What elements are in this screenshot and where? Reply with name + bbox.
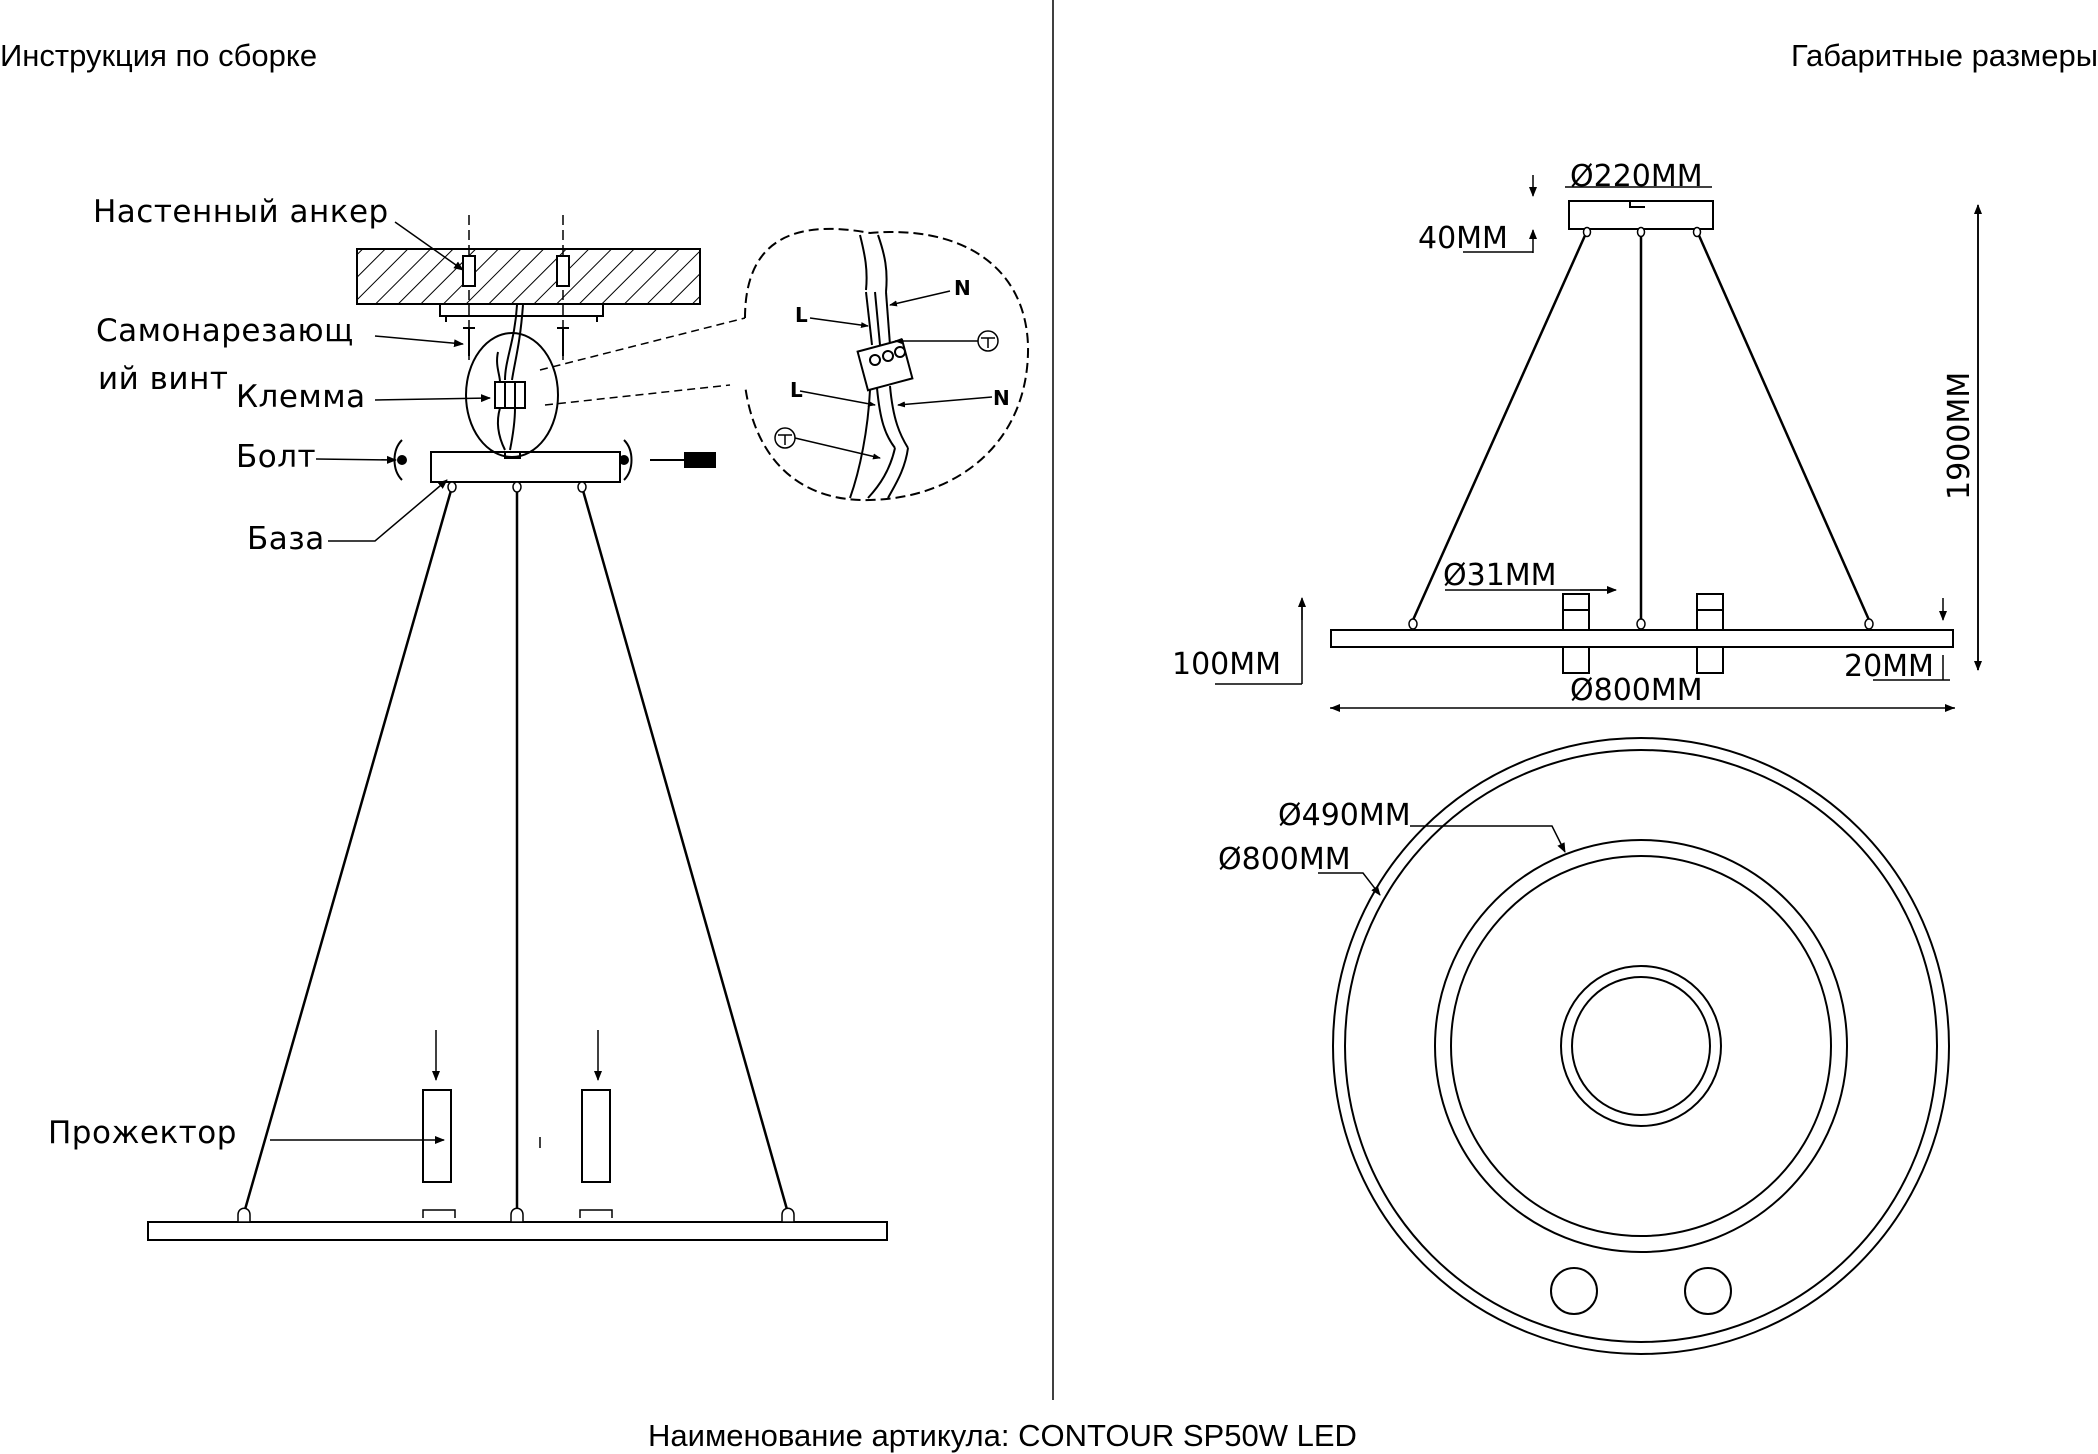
side-ring xyxy=(1330,629,1954,648)
bolt-label: Болт xyxy=(236,439,317,475)
overall-height-label: 1900MM xyxy=(1942,371,1977,500)
ring-thickness-label: 20MM xyxy=(1844,649,1934,684)
ceiling-block xyxy=(356,248,701,305)
wall-anchor-icon xyxy=(462,255,570,287)
article-name: Наименование артикула: CONTOUR SP50W LED xyxy=(648,1418,1357,1453)
wire-n-top-label: N xyxy=(954,276,971,300)
spot-height-label: 100MM xyxy=(1172,647,1282,682)
top-view xyxy=(1332,737,1950,1355)
self-tapping-screw-label-line1: Самонарезающ xyxy=(96,313,354,349)
base-canopy xyxy=(430,451,621,483)
self-tapping-screw-label-line2: ий винт xyxy=(98,361,229,397)
canopy-height-label: 40MM xyxy=(1418,221,1508,256)
wire-n-bottom-label: N xyxy=(993,386,1010,410)
dimension-lines xyxy=(1215,175,1982,712)
canopy-diameter-label: Ø220MM xyxy=(1570,159,1703,194)
wiring-detail-circle xyxy=(744,227,1030,502)
outer-ring-diameter-label: Ø800MM xyxy=(1218,842,1351,877)
inner-ring-diameter-label: Ø490MM xyxy=(1278,798,1411,833)
wire-l-top-label: L xyxy=(795,303,808,327)
wire-l-bottom-label: L xyxy=(790,378,803,402)
terminal-label: Клемма xyxy=(236,379,366,415)
projector-right xyxy=(581,1089,611,1183)
terminal-block-icon xyxy=(494,381,526,409)
ring-profile xyxy=(147,1221,888,1241)
ring-diameter-label: Ø800MM xyxy=(1570,673,1703,708)
detail-callout-lines xyxy=(539,317,746,406)
ceiling-wires xyxy=(504,304,524,381)
suspension-cables xyxy=(242,486,790,1214)
spot-diameter-label: Ø31MM xyxy=(1443,558,1557,593)
ground-icon xyxy=(774,330,999,449)
base-label: База xyxy=(247,521,325,557)
projector-left xyxy=(422,1089,452,1183)
side-view xyxy=(1330,200,1954,674)
wall-anchor-label: Настенный анкер xyxy=(93,194,389,230)
side-canopy xyxy=(1568,200,1714,230)
dimensions-title: Габаритные размеры xyxy=(1790,38,2098,73)
projector-label: Прожектор xyxy=(48,1115,237,1151)
screwdriver-icon xyxy=(650,452,716,468)
assembly-title: Инструкция по сборке xyxy=(0,38,318,73)
self-tapping-screw-icon xyxy=(463,327,569,356)
